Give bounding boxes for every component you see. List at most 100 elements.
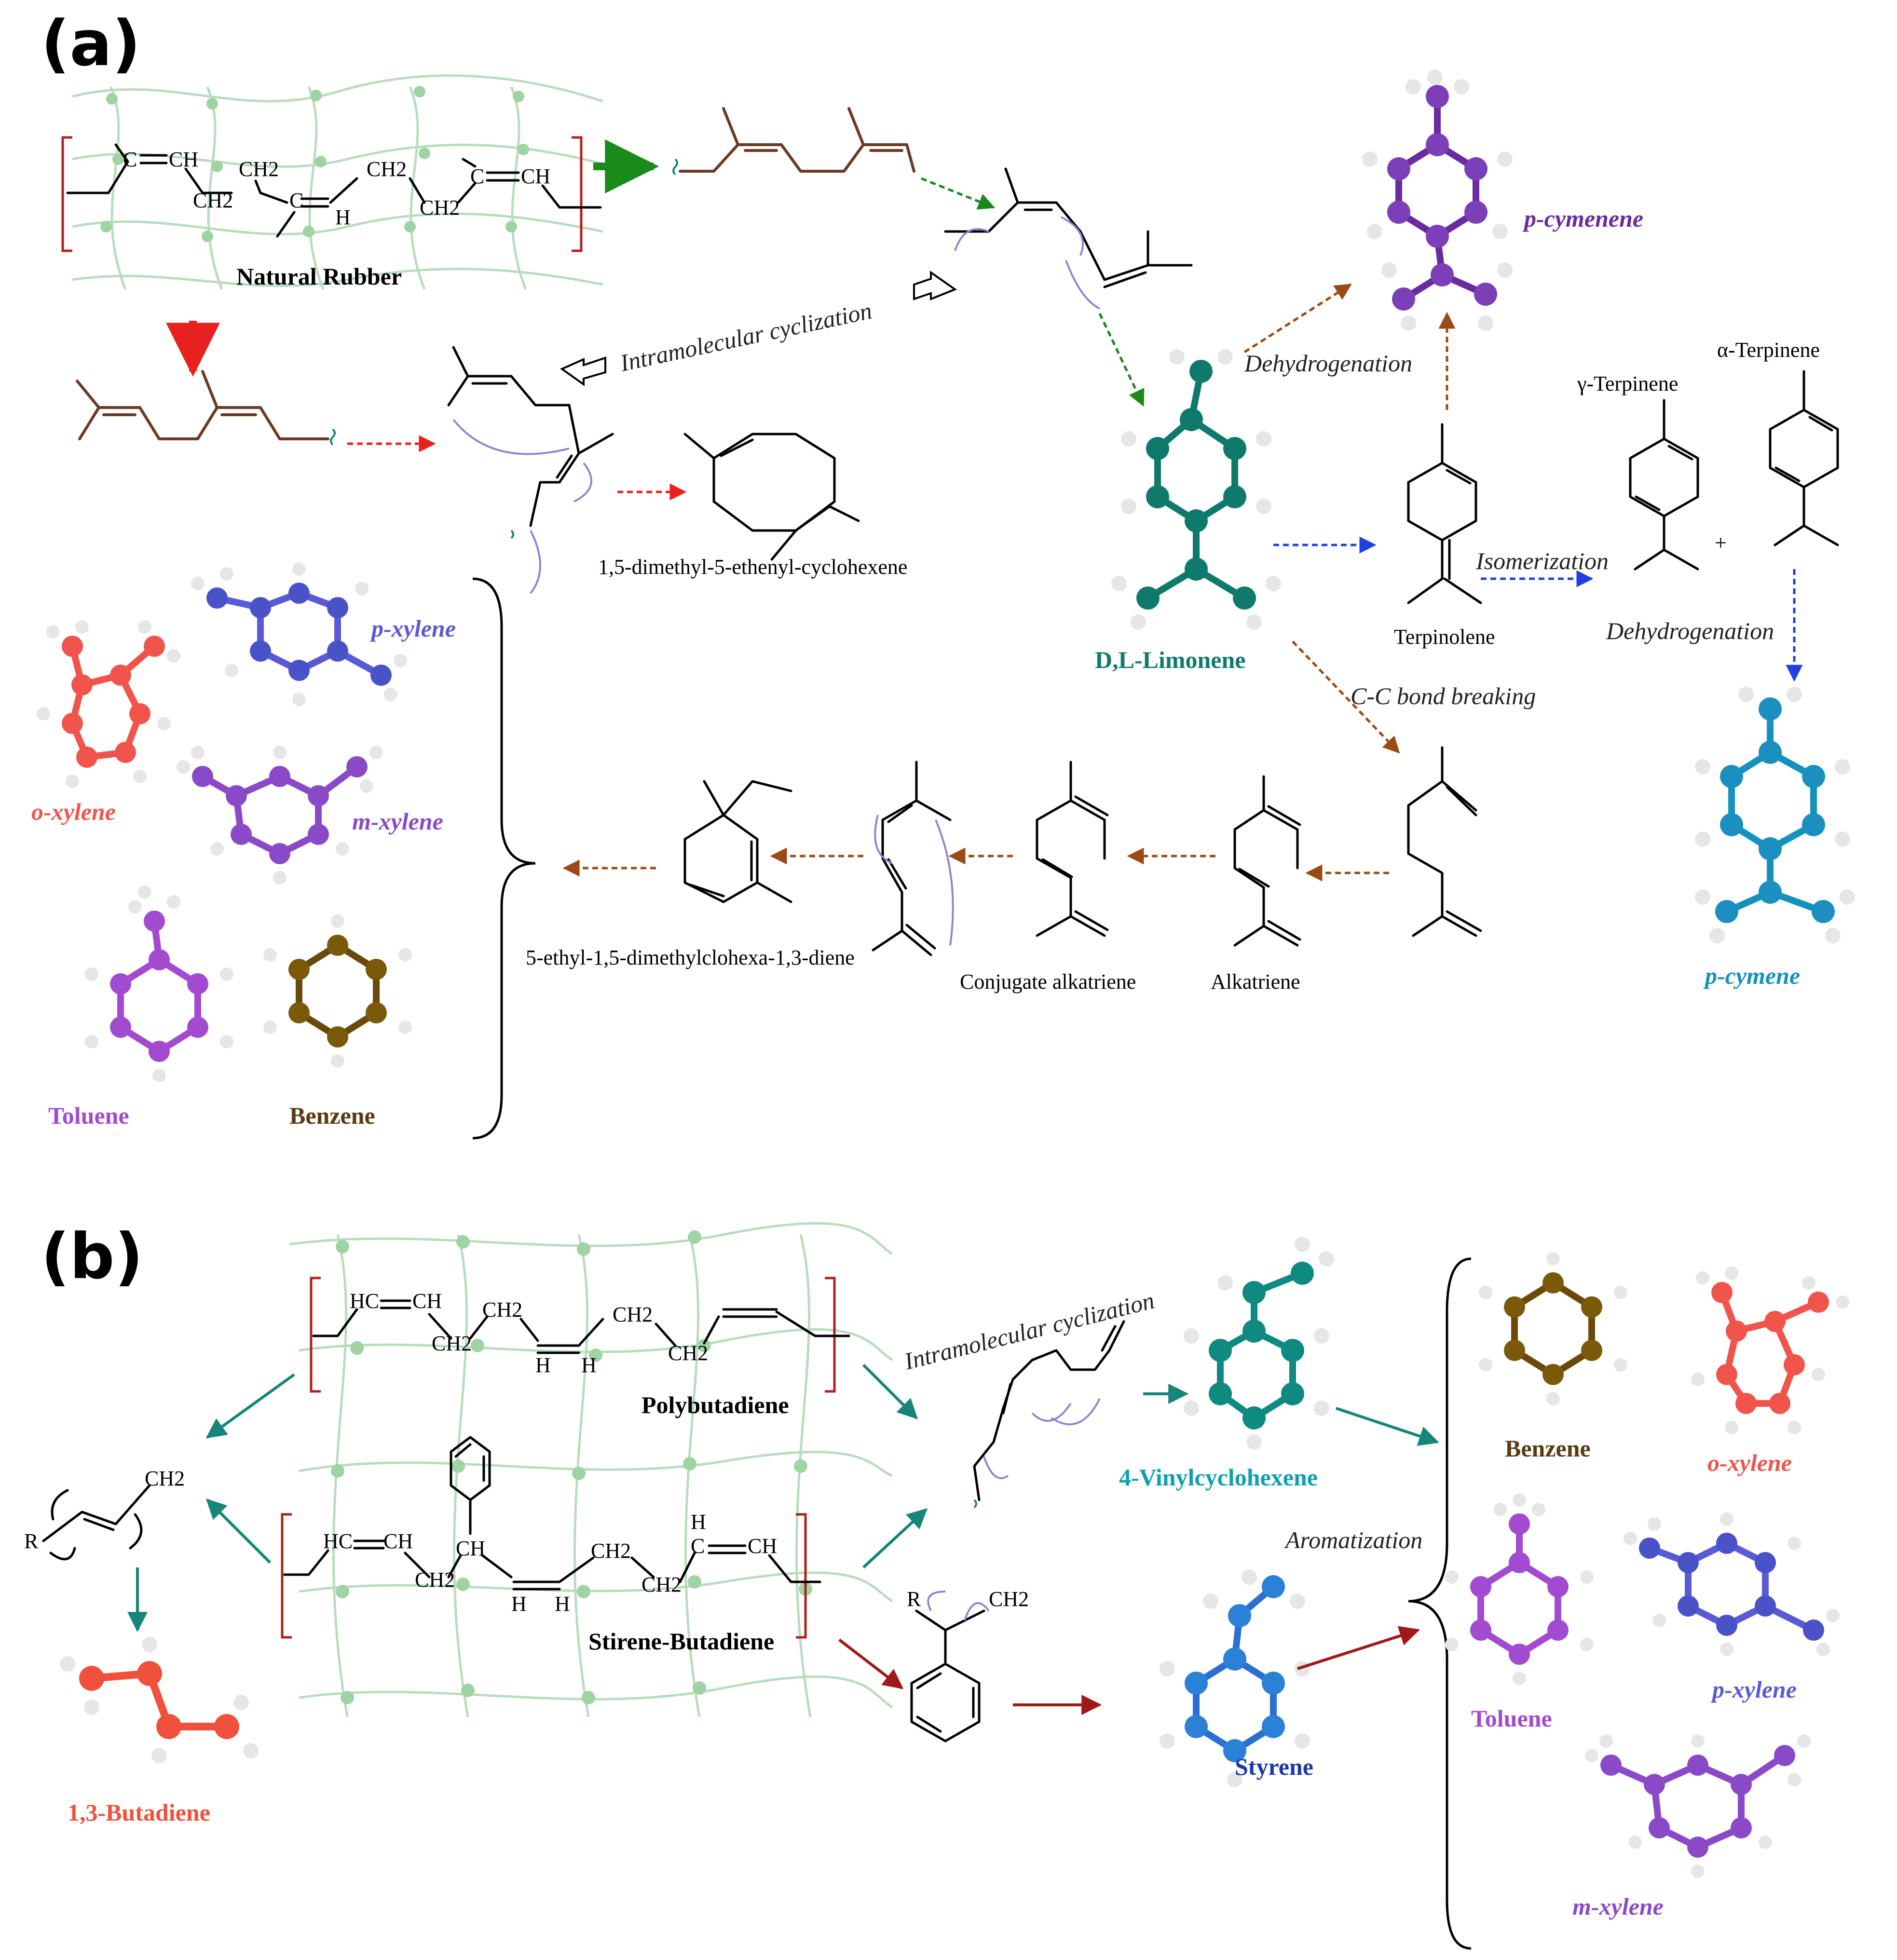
isoprene-chain-top [672,107,915,176]
butadiene-radical-left: CH2 R [24,1467,185,1561]
limonene-label: D,L-Limonene [1095,646,1246,673]
alkatriene-structure: Alkatriene [1211,775,1301,994]
toluene-molecule-a [85,885,233,1082]
benzene-molecule-a [263,914,412,1068]
styryl-radical-structure: R CH2 [907,1587,1029,1742]
p-cymene-molecule [1695,687,1855,943]
conjugate-alkatriene-structure: Conjugate alkatriene [960,761,1136,994]
terpinolene-label: Terpinolene [1394,625,1495,649]
aromatization-label: Aromatization [1284,1526,1422,1553]
radical-fragment-right [1407,746,1482,937]
benzene-molecule-b [1479,1252,1627,1405]
teal-arrow-left-2 [206,1498,272,1564]
vinylcyclohexene-molecule [1184,1237,1334,1450]
polybutadiene-label: Polybutadiene [641,1391,789,1418]
teal-arrow-left-1 [205,1373,295,1439]
styrene-molecule [1160,1569,1310,1787]
gamma-terpinene-structure: γ-Terpinene [1577,372,1699,571]
vinylcyclohexene-label: 4-Vinylcyclohexene [1119,1464,1318,1491]
radical-r: R [24,1529,39,1553]
plus-sign: + [1715,531,1727,555]
m-xylene-molecule-a [177,746,383,885]
radical-chain-middle [447,346,614,594]
rubber-ch2d: CH2 [420,196,460,219]
p-xylene-label-a: p-xylene [369,615,456,642]
sb-ch3: CH [748,1534,777,1558]
intramolecular-label-a: Intramolecular cyclization [617,297,874,377]
radical-ch2: CH2 [145,1467,185,1490]
diene-label: 5-ethyl-1,5-dimethylclohexa-1,3-diene [526,946,855,969]
natural-rubber-label: Natural Rubber [236,263,402,290]
panel-label-a: (a) [41,7,141,80]
rubber-ch3: CH [521,164,550,188]
toluene-label-b: Toluene [1471,1705,1552,1732]
toluene-molecule-b [1445,1493,1594,1685]
panel-label-b: (b) [41,1220,143,1293]
alpha-terpinene-structure: α-Terpinene [1717,338,1839,546]
butadiene-molecule [60,1637,259,1763]
darkred-arrow-1 [838,1638,904,1689]
dehydrogenation-label-top: Dehydrogenation [1244,350,1412,377]
teal-arrow-to-aromatization [1336,1407,1439,1446]
cyclization-chain-b [973,1320,1125,1509]
natural-rubber-structure: C CH CH2 CH2 C H CH2 CH2 C CH Natural Ru… [61,136,602,290]
darkred-arrow-3 [1297,1626,1420,1670]
limonene-molecule [1111,349,1281,630]
m-xylene-label-b: m-xylene [1572,1893,1664,1920]
p-xylene-molecule-b [1624,1512,1840,1656]
sb-h1: H [511,1592,527,1616]
pb-hc: HC [350,1289,379,1313]
polybutadiene-structure: HC CH CH2 CH2 H H CH2 CH2 Polybutadiene [310,1277,850,1418]
pb-h1: H [535,1353,551,1377]
sb-ch2c: CH2 [641,1573,682,1596]
rubber-c3: C [470,164,484,188]
teal-arrow-right-2 [862,1508,928,1569]
o-xylene-molecule-a [37,620,180,788]
alpha-terpinene-label: α-Terpinene [1717,338,1820,362]
m-xylene-molecule-b [1585,1734,1811,1878]
rubber-c1: C [123,148,137,171]
styryl-ch2: CH2 [989,1587,1029,1611]
p-cymene-label: p-cymene [1703,962,1800,989]
pb-ch2b: CH2 [482,1298,522,1321]
benzene-label-b: Benzene [1505,1435,1591,1462]
rubber-ch1: CH [169,148,198,171]
green-dotted-arrow-2 [1098,313,1145,407]
p-cymenene-molecule [1362,69,1513,331]
sb-ch2a: CH2 [415,1568,455,1592]
dehydrogenation-label-right: Dehydrogenation [1606,617,1774,644]
m-xylene-label-a: m-xylene [352,808,443,835]
sb-hc: HC [323,1529,353,1553]
styrene-label: Styrene [1235,1753,1313,1780]
sb-h3: H [691,1510,706,1534]
isoprene-chain-left [76,370,336,446]
conjugate-alkatriene-label: Conjugate alkatriene [960,970,1136,994]
sb-ch: CH [383,1529,413,1553]
toluene-label-a: Toluene [48,1102,129,1129]
rubber-ch2b: CH2 [193,189,233,212]
stirene-butadiene-label: Stirene-Butadiene [588,1628,774,1655]
benzene-label-a: Benzene [289,1102,375,1129]
brown-dotted-arrow-cc [1292,640,1400,754]
pb-ch2a: CH2 [432,1332,472,1355]
o-xylene-molecule-b [1691,1266,1849,1434]
green-dotted-arrow-1 [921,177,996,210]
butadiene-label: 1,3-Butadiene [68,1799,210,1826]
styryl-r: R [907,1587,921,1611]
alkatriene-curling-structure [872,761,954,956]
radical-chain-top [944,167,1193,310]
ethyl-dimethylcyclohexadiene-structure: 5-ethyl-1,5-dimethylclohexa-1,3-diene [526,780,855,969]
sb-c: C [691,1534,705,1558]
brace-a [472,577,536,1140]
brace-b [1408,1257,1472,1950]
p-cymenene-label: p-cymenene [1522,205,1643,232]
cc-bond-breaking-label: C-C bond breaking [1351,682,1536,709]
rubber-c2: C [289,189,303,212]
stirene-butadiene-structure: HC CH CH2 CH H H CH2 CH2 H C CH Stirene-… [281,1436,821,1655]
pb-ch: CH [412,1289,442,1313]
p-xylene-label-b: p-xylene [1710,1676,1797,1703]
dimethyl-ethenyl-cyclohexene-label: 1,5-dimethyl-5-ethenyl-cyclohexene [598,555,907,579]
brown-dotted-arrow-dehydrogenation [1243,283,1352,354]
o-xylene-label-b: o-xylene [1707,1449,1792,1476]
